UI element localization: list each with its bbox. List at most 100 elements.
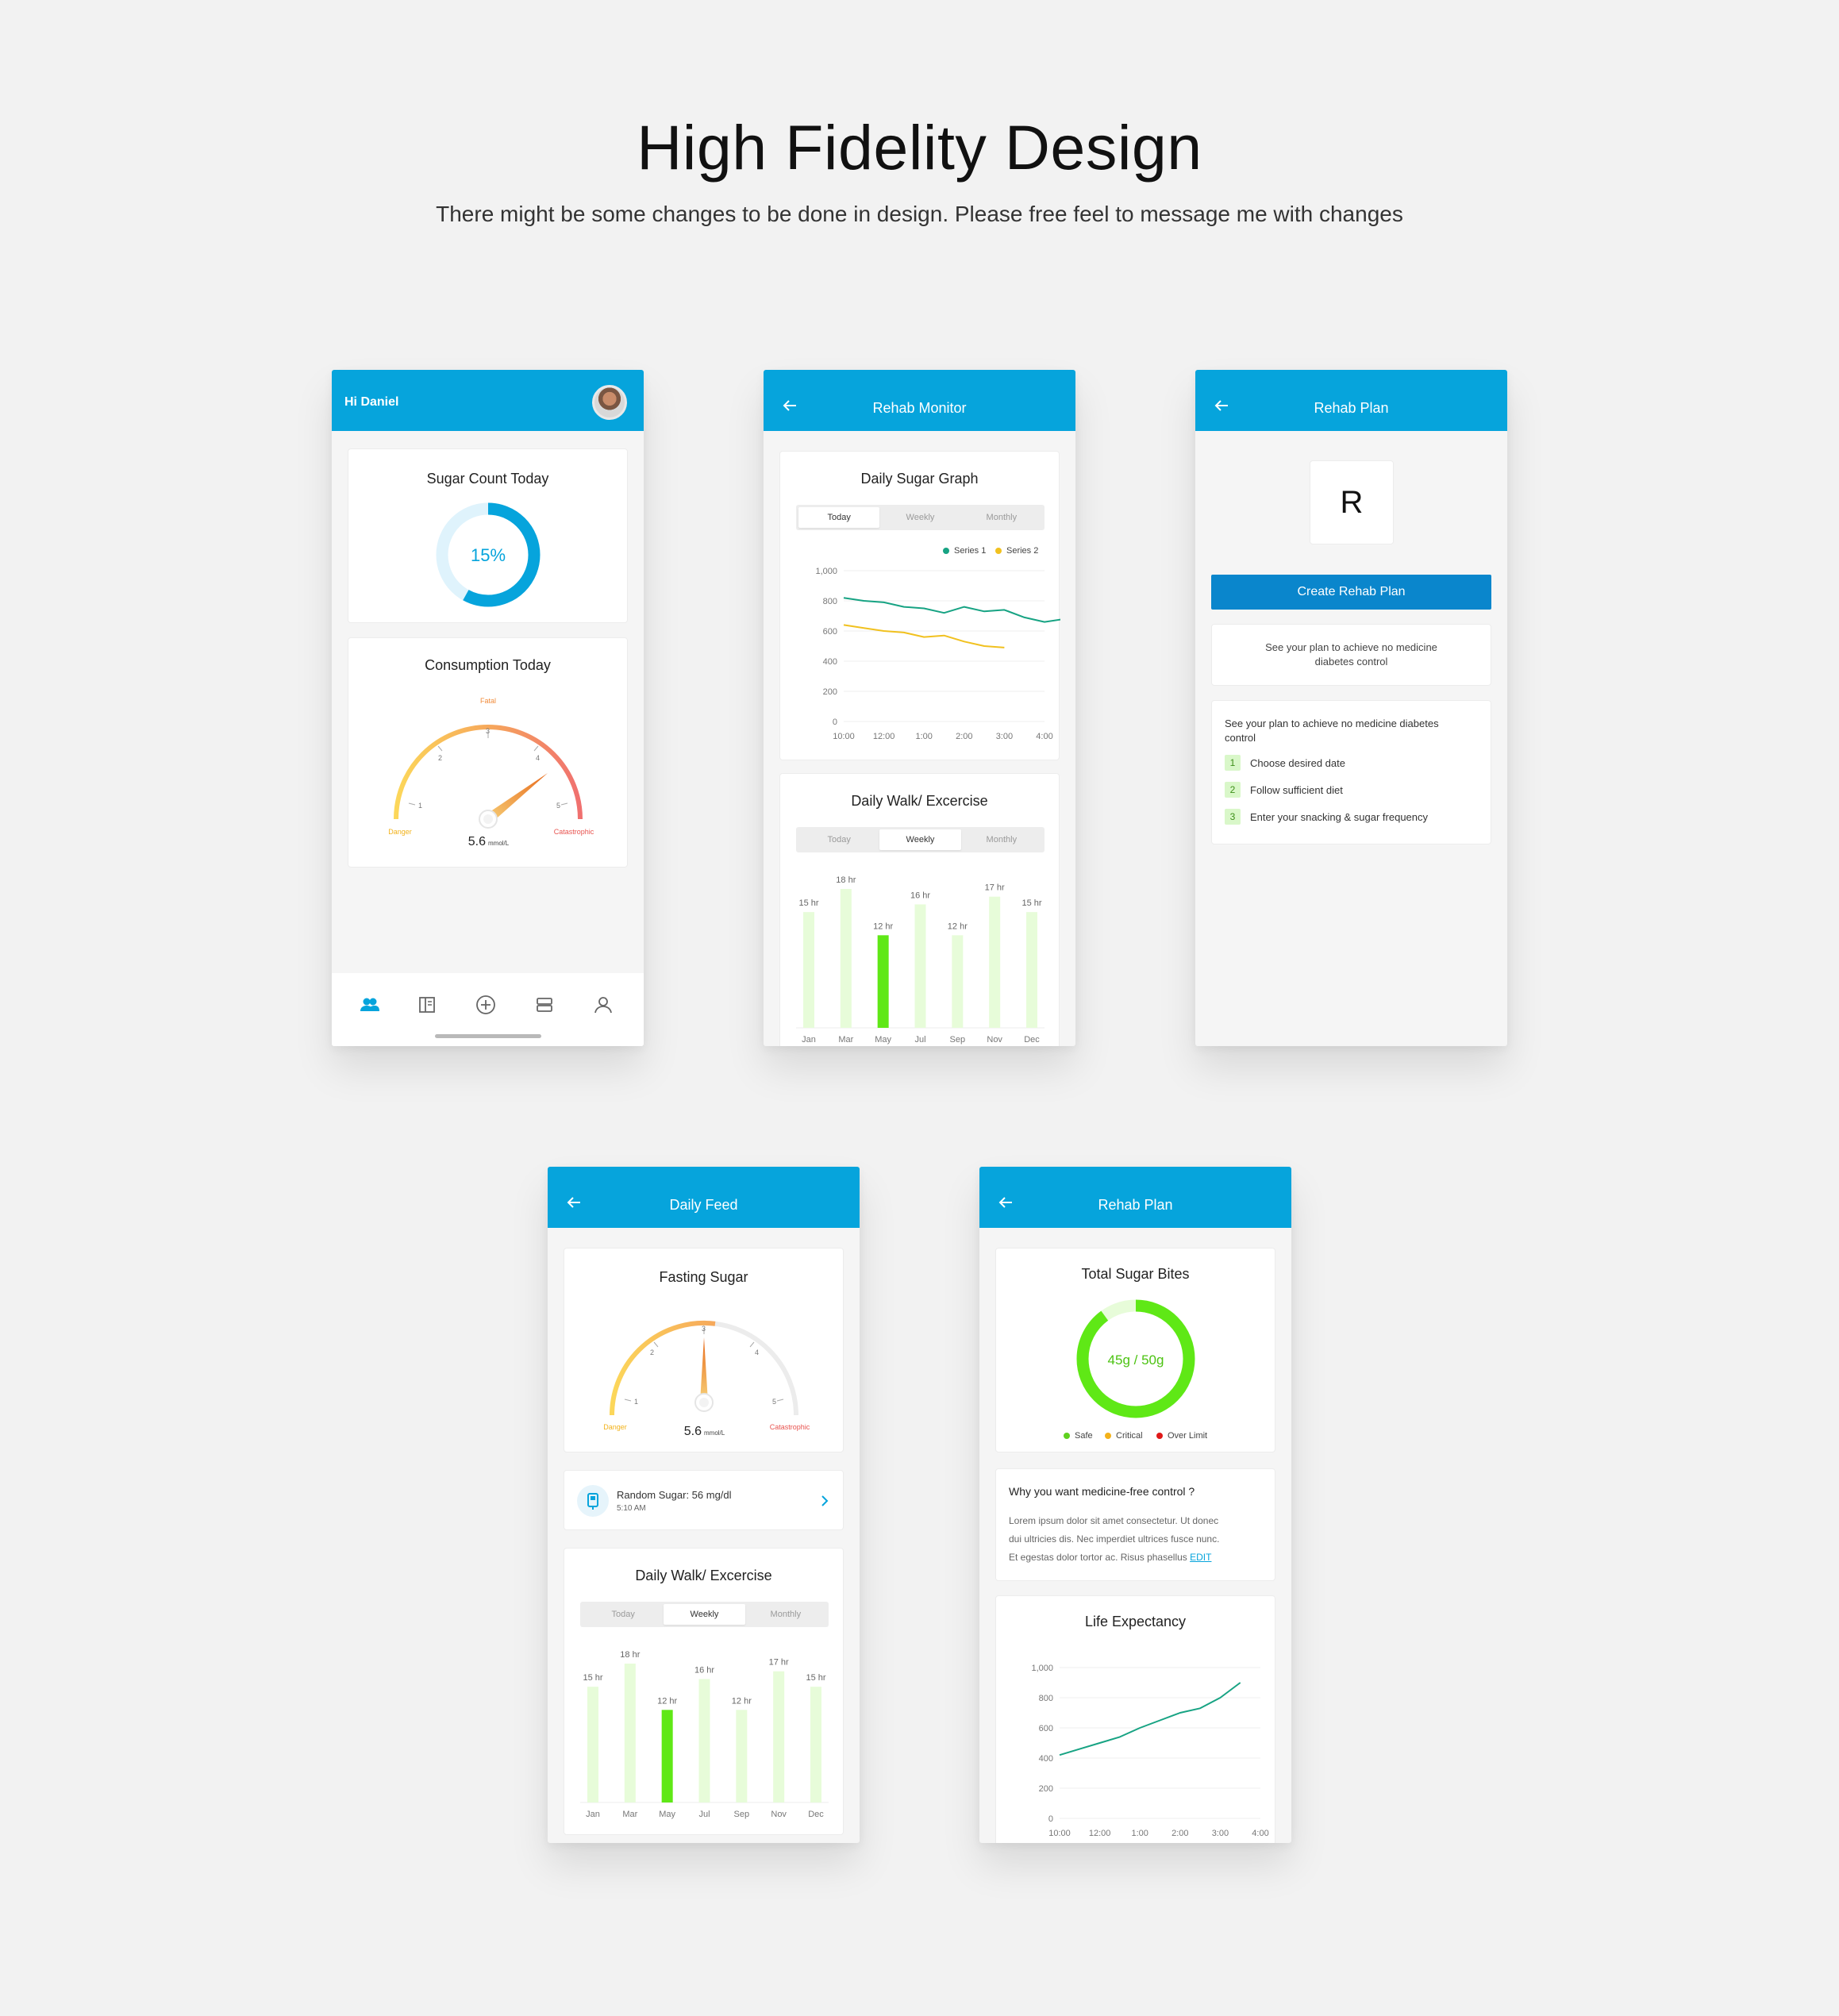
legend-dot	[1156, 1433, 1163, 1439]
y-tick-label: 800	[1039, 1694, 1053, 1703]
tab-monthly[interactable]: Monthly	[986, 513, 1018, 522]
legend-dot	[943, 548, 949, 554]
tab-monthly[interactable]: Monthly	[770, 1610, 802, 1619]
y-tick-label: 200	[1039, 1784, 1053, 1794]
stack-icon[interactable]	[533, 994, 556, 1016]
home-indicator	[435, 1034, 541, 1038]
chevron-right-icon[interactable]	[819, 1495, 830, 1506]
gauge-top-label: Fatal	[480, 697, 496, 705]
edit-link[interactable]: EDIT	[1190, 1552, 1212, 1563]
y-tick-label: 800	[823, 597, 837, 606]
rehab-plan-2-screen: Rehab Plan Total Sugar Bites 45g / 50g S…	[979, 1167, 1291, 1843]
back-arrow-icon[interactable]	[565, 1194, 583, 1211]
tab-today[interactable]: Today	[827, 835, 851, 844]
x-tick-label: Jul	[914, 1035, 925, 1045]
gauge-right-label: Catastrophic	[770, 1423, 810, 1431]
add-circle-icon[interactable]	[475, 994, 497, 1016]
step-number: 1	[1225, 755, 1241, 771]
people-icon[interactable]	[359, 994, 381, 1016]
gauge-tick-2: 2	[650, 1348, 654, 1356]
bar-value-label: 15 hr	[1021, 898, 1041, 908]
gauge-left-label: Danger	[603, 1423, 627, 1431]
tab-weekly[interactable]: Weekly	[664, 1604, 745, 1625]
avatar[interactable]	[592, 385, 627, 420]
random-sugar-text: Random Sugar: 56 mg/dl	[617, 1489, 732, 1501]
daily-feed-title: Daily Feed	[669, 1197, 738, 1213]
tab-monthly[interactable]: Monthly	[986, 835, 1018, 844]
x-tick-label: 2:00	[1171, 1829, 1188, 1838]
tab-weekly[interactable]: Weekly	[879, 829, 961, 850]
legend-label: Over Limit	[1168, 1431, 1208, 1441]
bar-value-label: 12 hr	[732, 1696, 752, 1706]
why-title: Why you want medicine-free control ?	[1009, 1485, 1195, 1498]
y-tick-label: 600	[1039, 1724, 1053, 1733]
walk-card-feed: Daily Walk/ Excercise Today Weekly Month…	[564, 1548, 844, 1835]
y-tick-label: 400	[823, 657, 837, 667]
bar	[587, 1687, 598, 1802]
x-tick-label: Mar	[622, 1810, 637, 1819]
greeting: Hi Daniel	[344, 395, 399, 409]
bar	[736, 1710, 748, 1802]
random-sugar-card[interactable]: Random Sugar: 56 mg/dl 5:10 AM	[564, 1470, 844, 1530]
create-rehab-plan-button[interactable]: Create Rehab Plan	[1211, 575, 1491, 610]
gauge-needle	[485, 773, 548, 823]
x-tick-label: Jan	[586, 1810, 600, 1819]
bar-value-label: 16 hr	[910, 891, 930, 900]
home-appbar: Hi Daniel	[332, 370, 644, 431]
series-line	[1059, 1682, 1241, 1756]
rehab-monitor-appbar: Rehab Monitor	[764, 370, 1075, 431]
gauge-left-label: Danger	[388, 828, 412, 836]
sugar-bites-card: Total Sugar Bites 45g / 50g Safe Critica…	[995, 1248, 1275, 1452]
bar-value-label: 15 hr	[798, 898, 818, 908]
series-line	[843, 597, 1060, 623]
x-tick-label: 12:00	[873, 732, 895, 741]
gauge-unit: mmol/L	[704, 1429, 725, 1437]
x-tick-label: Nov	[771, 1810, 787, 1819]
back-arrow-icon[interactable]	[997, 1194, 1014, 1211]
legend-dot	[1064, 1433, 1070, 1439]
y-tick-label: 0	[1048, 1814, 1053, 1824]
back-arrow-icon[interactable]	[781, 397, 798, 414]
bar-value-label: 15 hr	[583, 1673, 602, 1683]
bar-value-label: 18 hr	[836, 875, 856, 885]
why-line: dui ultricies dis. Nec imperdiet ultrice…	[1009, 1533, 1220, 1545]
profile-icon[interactable]	[592, 994, 614, 1016]
rehab-monitor-title: Rehab Monitor	[872, 400, 967, 416]
tab-today[interactable]: Today	[798, 507, 880, 528]
y-tick-label: 200	[823, 687, 837, 697]
sugar-bites-title: Total Sugar Bites	[1081, 1266, 1190, 1282]
sugar-graph-tabs: Today Weekly Monthly	[796, 505, 1045, 530]
tab-today[interactable]: Today	[611, 1610, 635, 1619]
page-title: High Fidelity Design	[637, 112, 1202, 183]
home-screen: Hi Daniel Sugar Count Today 15% Consumpt…	[332, 370, 644, 1046]
bar	[773, 1671, 785, 1802]
y-tick-label: 0	[833, 718, 837, 727]
gauge-tick-5: 5	[772, 1398, 776, 1406]
y-tick-label: 600	[823, 627, 837, 637]
x-tick-label: Mar	[838, 1035, 853, 1045]
bar-highlight	[661, 1710, 673, 1802]
x-tick-label: Sep	[734, 1810, 750, 1819]
plan-note-text: See your plan to achieve no medicine dia…	[1265, 641, 1437, 668]
x-tick-label: Nov	[987, 1035, 1002, 1045]
x-tick-label: 10:00	[833, 732, 855, 741]
page-subtitle: There might be some changes to be done i…	[436, 202, 1403, 226]
book-icon[interactable]	[416, 994, 438, 1016]
consumption-title: Consumption Today	[425, 657, 551, 673]
x-tick-label: May	[659, 1810, 675, 1819]
gauge-unit: mmol/L	[488, 840, 510, 847]
gauge-right-label: Catastrophic	[554, 828, 594, 836]
bar-value-label: 16 hr	[694, 1665, 714, 1675]
bar	[810, 1687, 821, 1802]
legend-label: Safe	[1075, 1431, 1093, 1441]
sugar-graph-title: Daily Sugar Graph	[860, 471, 979, 487]
tab-weekly[interactable]: Weekly	[906, 513, 935, 522]
y-tick-label: 400	[1039, 1754, 1053, 1764]
back-arrow-icon[interactable]	[1213, 397, 1230, 414]
bar-value-label: 17 hr	[769, 1658, 789, 1668]
legend-label: Critical	[1116, 1431, 1143, 1441]
bar	[989, 896, 1001, 1028]
